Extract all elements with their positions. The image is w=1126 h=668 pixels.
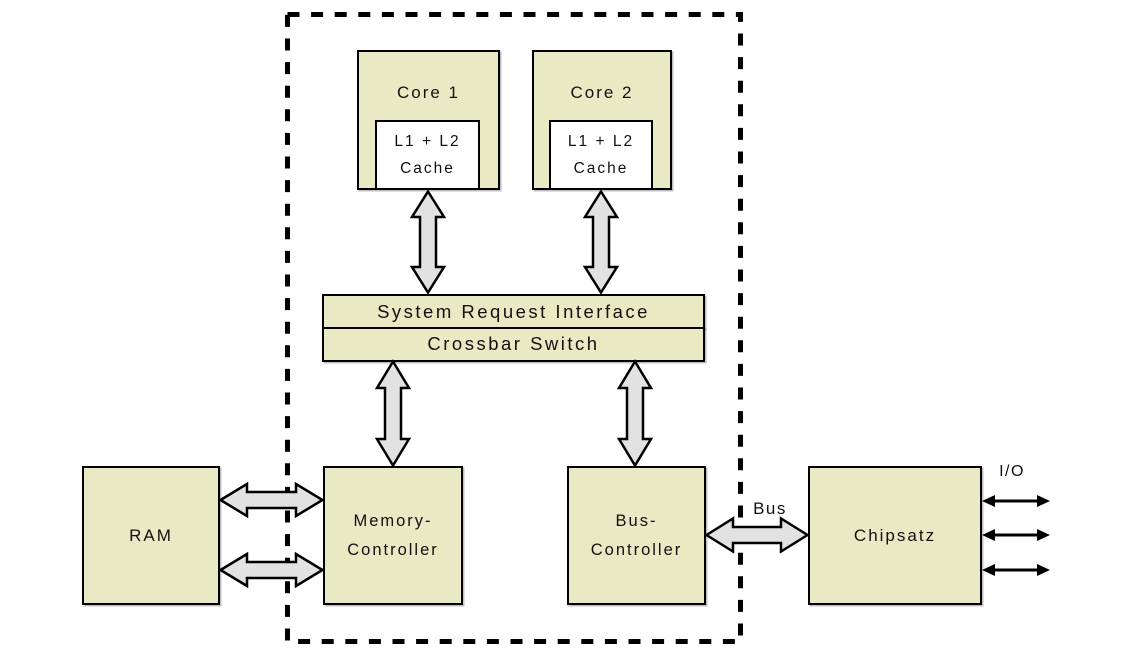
io-arrow-1	[982, 495, 1050, 507]
chipsatz-label: Chipsatz	[853, 526, 937, 545]
bus-controller-line1: Bus-	[615, 511, 658, 530]
io-label: I/O	[986, 463, 1038, 481]
memory-controller-line1: Memory-	[353, 511, 433, 530]
bus-label: Bus	[744, 499, 796, 519]
cache1-line1: L1 + L2	[394, 133, 461, 150]
arrow-cache1-sri	[409, 189, 447, 295]
core2-label: Core 2	[570, 83, 634, 102]
node-bus-controller: Bus- Controller	[567, 466, 706, 605]
cache2-line1: L1 + L2	[567, 133, 635, 150]
node-crossbar-switch: Crossbar Switch	[322, 326, 705, 362]
cache1-line2: Cache	[400, 160, 455, 177]
io-label-text: I/O	[999, 463, 1025, 480]
cache2-line2: Cache	[573, 160, 629, 177]
bus-controller-line2: Controller	[590, 540, 683, 559]
ram-label: RAM	[129, 526, 173, 545]
io-arrow-2	[982, 529, 1050, 541]
node-cache2: L1 + L2 Cache	[549, 120, 653, 190]
io-arrow-3	[982, 564, 1050, 576]
arrow-cache2-sri	[582, 189, 620, 295]
node-chipsatz: Chipsatz	[808, 466, 982, 605]
node-cache1: L1 + L2 Cache	[375, 120, 480, 190]
arrow-bus-controller-chipsatz	[704, 516, 810, 554]
node-system-request-interface: System Request Interface	[322, 294, 705, 329]
memory-controller-line2: Controller	[347, 540, 439, 559]
node-ram: RAM	[82, 466, 220, 605]
die-boundary-dashed-outline	[285, 12, 743, 644]
node-memory-controller: Memory- Controller	[323, 466, 463, 605]
core1-label: Core 1	[396, 83, 461, 102]
crossbar-switch-label: Crossbar Switch	[427, 333, 600, 354]
arrow-ram-memory-lower	[218, 551, 325, 589]
arrow-crossbar-bus-controller	[616, 359, 654, 468]
arrow-crossbar-memory-controller	[374, 359, 412, 468]
system-request-interface-label: System Request Interface	[377, 300, 650, 322]
arrow-ram-memory-upper	[218, 481, 325, 519]
bus-label-text: Bus	[753, 499, 787, 518]
